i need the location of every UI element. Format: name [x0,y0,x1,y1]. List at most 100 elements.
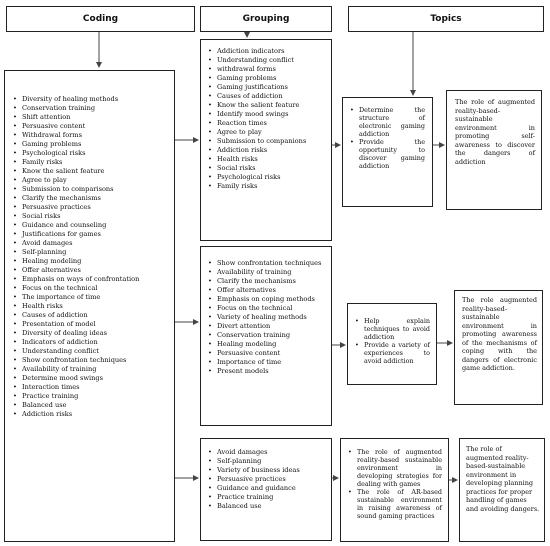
group2-item: Variety of healing methods [208,313,325,322]
coding-box: Diversity of healing methodsConservation… [4,70,175,542]
coding-item: Show confrontation techniques [13,356,139,365]
coding-item: Submission to comparisons [13,185,139,194]
group-box-3: Avoid damagesSelf-planningVariety of bus… [200,438,332,541]
group2-item: Healing modeling [208,340,325,349]
coding-item: Withdrawal forms [13,131,139,140]
group3-item: Guidance and guidance [208,484,300,493]
group1-item: Agree to play [208,128,306,137]
coding-item: Guidance and counseling [13,221,139,230]
group1-item: Know the salient feature [208,101,306,110]
coding-item: Self-planning [13,248,139,257]
topic2-list: Help explain techniques to avoid addicti… [355,317,430,365]
coding-item: Gaming problems [13,140,139,149]
topic2-item: Provide a variety of experiences to avoi… [355,341,430,365]
group2-item: Offer alternatives [208,286,325,295]
group1-item: withdrawal forms [208,65,306,74]
group2-list: Show confrontation techniquesAvailabilit… [208,259,325,376]
role-text-2: The role augmented reality-based-sustain… [462,296,537,372]
coding-item: Indicators of addiction [13,338,139,347]
topic1-item: Provide the opportunity to discover gami… [350,138,425,170]
group2-item: Persuasive content [208,349,325,358]
group2-item: Conservation training [208,331,325,340]
coding-item: Offer alternatives [13,266,139,275]
group-box-1: Addiction indicatorsUnderstanding confli… [200,39,332,241]
group2-item: Divert attention [208,322,325,331]
group1-item: Family risks [208,182,306,191]
group1-item: Social risks [208,164,306,173]
coding-item: Healing modeling [13,257,139,266]
group3-item: Self-planning [208,457,300,466]
coding-item: Interaction times [13,383,139,392]
topic3-list: The role of augmented reality-based sust… [348,448,442,520]
role-box-3: The role of augmented reality-based-sust… [459,438,545,542]
group1-item: Psychological risks [208,173,306,182]
group1-item: Submission to companions [208,137,306,146]
topics-header-label: Topics [430,14,462,24]
coding-list: Diversity of healing methodsConservation… [13,95,139,419]
topics-header: Topics [348,6,544,32]
coding-item: Presentation of model [13,320,139,329]
coding-header-label: Coding [82,14,119,24]
group3-item: Balanced use [208,502,300,511]
coding-item: Focus on the technical [13,284,139,293]
coding-item: Health risks [13,302,139,311]
coding-item: Understanding conflict [13,347,139,356]
group2-item: Present models [208,367,325,376]
role-box-1: The role of augmented reality-based-sust… [446,90,542,210]
grouping-header-label: Grouping [242,14,290,24]
coding-item: Know the salient feature [13,167,139,176]
topic-box-3: The role of augmented reality-based sust… [340,438,449,542]
coding-item: Social risks [13,212,139,221]
topic-box-1: Determine the structure of electronic ga… [342,97,433,207]
group3-item: Practice training [208,493,300,502]
group1-item: Reaction times [208,119,306,128]
coding-item: Availability of training [13,365,139,374]
coding-item: Agree to play [13,176,139,185]
group1-item: Health risks [208,155,306,164]
group-box-2: Show confrontation techniquesAvailabilit… [200,246,332,426]
topic2-item: Help explain techniques to avoid addicti… [355,317,430,341]
group2-item: Clarify the mechanisms [208,277,325,286]
coding-item: Diversity of healing methods [13,95,139,104]
coding-item: Persuasive content [13,122,139,131]
coding-item: Determine mood swings [13,374,139,383]
role-box-2: The role augmented reality-based-sustain… [454,290,543,405]
group2-item: Availability of training [208,268,325,277]
group2-item: Emphasis on coping methods [208,295,325,304]
group3-list: Avoid damagesSelf-planningVariety of bus… [208,448,300,511]
coding-item: Causes of addiction [13,311,139,320]
coding-item: Justifications for games [13,230,139,239]
group2-item: Importance of time [208,358,325,367]
group1-item: Identify mood swings [208,110,306,119]
group2-item: Focus on the technical [208,304,325,313]
coding-item: Balanced use [13,401,139,410]
group1-list: Addiction indicatorsUnderstanding confli… [208,47,306,191]
coding-item: Addiction risks [13,410,139,419]
topic-box-2: Help explain techniques to avoid addicti… [347,303,437,385]
group1-item: Understanding conflict [208,56,306,65]
role-text-3: The role of augmented reality-based-sust… [466,445,540,513]
coding-header: Coding [6,6,195,32]
group1-item: Addiction risks [208,146,306,155]
group1-item: Addiction indicators [208,47,306,56]
group1-item: Gaming problems [208,74,306,83]
group3-item: Variety of business ideas [208,466,300,475]
grouping-header: Grouping [200,6,332,32]
topic1-list: Determine the structure of electronic ga… [350,106,425,170]
topic3-item: The role of AR-based sustainable environ… [348,488,442,520]
coding-item: Diversity of dealing ideas [13,329,139,338]
group1-item: Gaming justifications [208,83,306,92]
coding-item: Conservation training [13,104,139,113]
group1-item: Causes of addiction [208,92,306,101]
coding-item: Psychological risks [13,149,139,158]
coding-item: Avoid damages [13,239,139,248]
coding-item: Clarify the mechanisms [13,194,139,203]
group3-item: Persuasive practices [208,475,300,484]
group3-item: Avoid damages [208,448,300,457]
group2-item: Show confrontation techniques [208,259,325,268]
coding-item: Family risks [13,158,139,167]
coding-item: Persuasive practices [13,203,139,212]
coding-item: The importance of time [13,293,139,302]
coding-item: Shift attention [13,113,139,122]
